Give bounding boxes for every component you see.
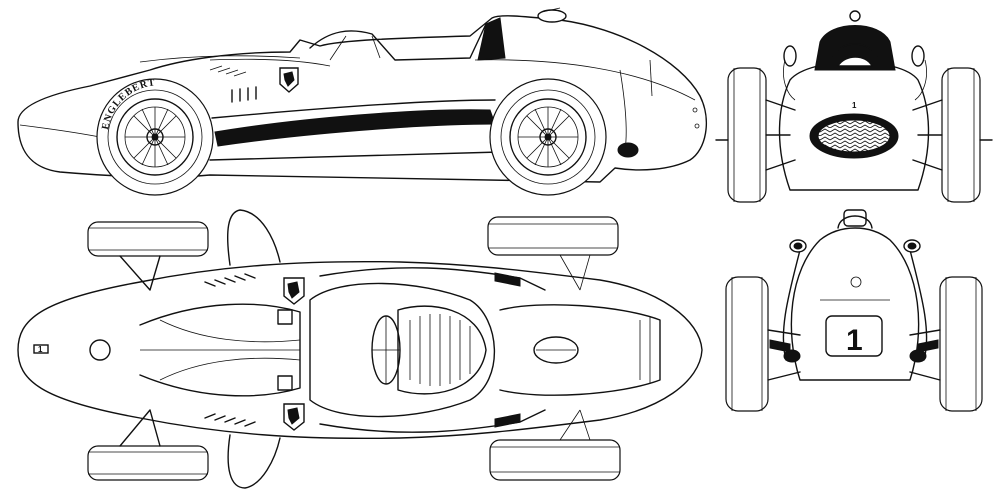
- front-view-badge: 1: [852, 101, 857, 110]
- top-front-right-wheel: [489, 439, 621, 481]
- side-view: ENGLEBERT: [17, 7, 707, 196]
- rear-view: 1: [725, 209, 983, 412]
- side-louvers: [209, 65, 257, 103]
- top-rear-right-wheel: [87, 445, 209, 481]
- front-view: 1: [715, 10, 993, 203]
- rear-view-right-wheel: [939, 276, 983, 412]
- top-view: 1: [17, 209, 703, 489]
- top-number-plate: [33, 344, 49, 354]
- rear-number-text: 1: [846, 324, 863, 357]
- rear-view-left-wheel: [725, 276, 769, 412]
- top-front-left-wheel: [487, 216, 619, 256]
- top-louvers: [204, 273, 256, 427]
- top-number-text: 1: [38, 345, 43, 354]
- side-front-wheel: [489, 78, 607, 196]
- top-rear-left-wheel: [87, 221, 209, 257]
- rear-number-plate: [825, 315, 883, 357]
- side-rear-wheel: ENGLEBERT: [96, 77, 214, 196]
